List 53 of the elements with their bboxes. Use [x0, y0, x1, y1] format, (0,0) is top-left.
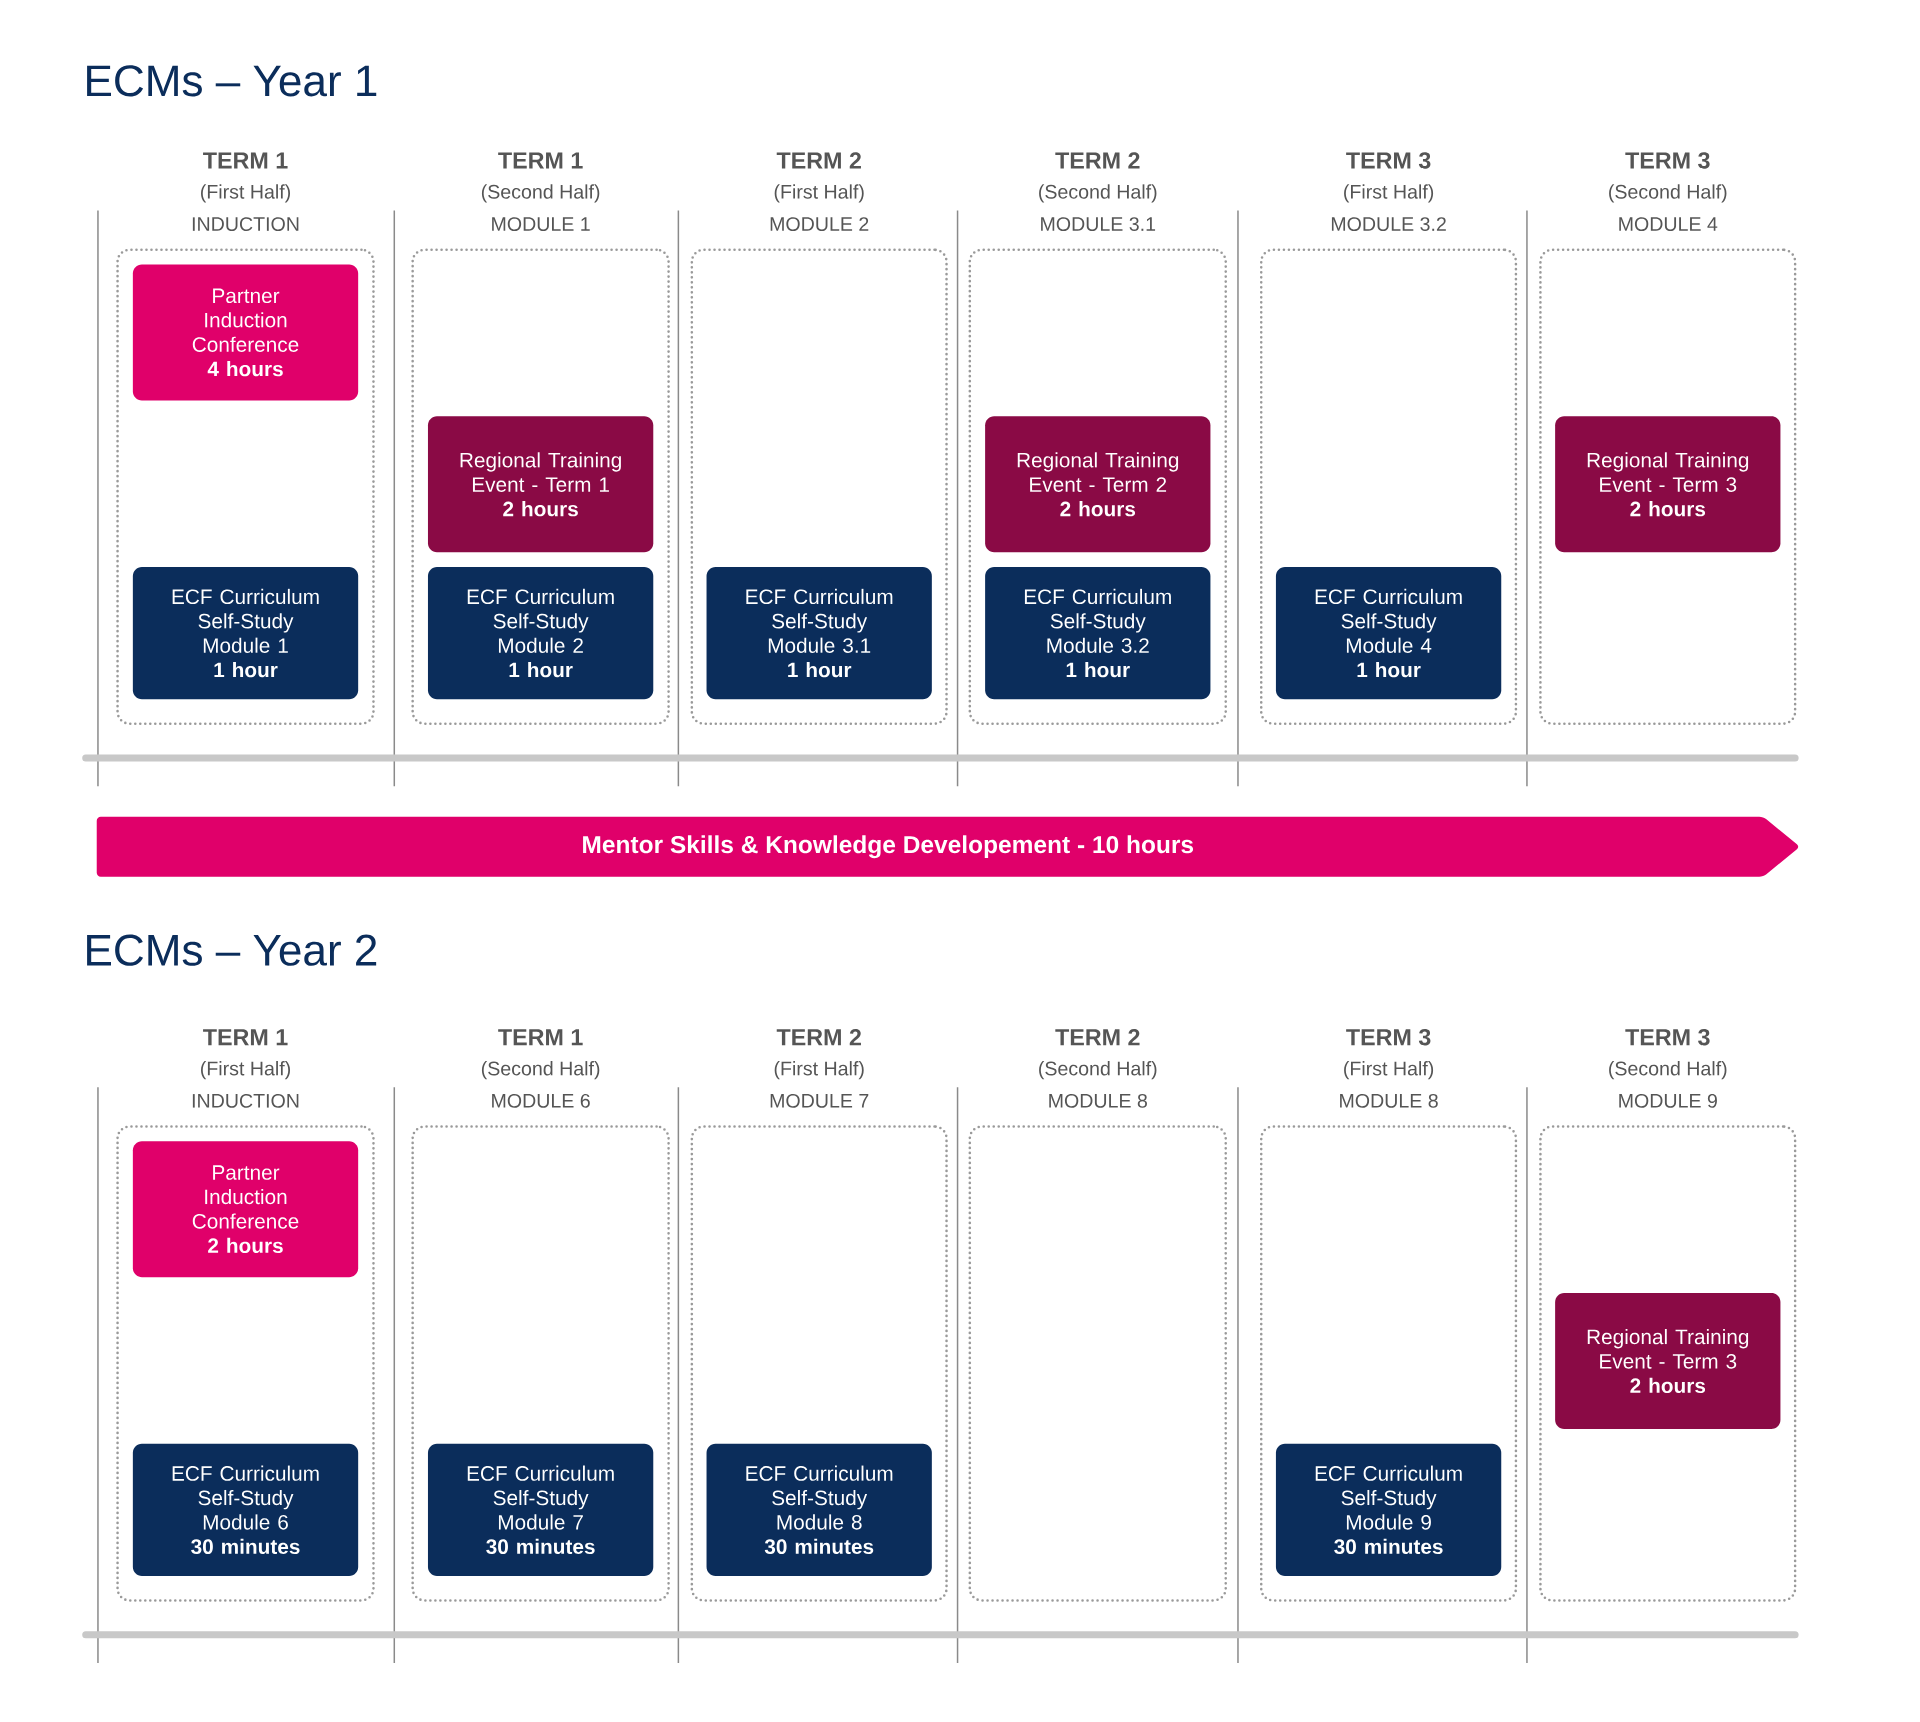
self-study-box: ECF Curriculum Self-Study Module 1 1 hour: [132, 566, 359, 700]
module-label: MODULE 1: [492, 217, 590, 231]
self-study-box: ECF Curriculum Self-Study Module 4 1 hour: [1275, 566, 1502, 700]
half-label: (First Half): [201, 184, 290, 203]
half-label: (Second Half): [1039, 184, 1157, 203]
half-label: (First Half): [201, 1061, 290, 1080]
term-heading: TERM 1: [203, 1029, 288, 1046]
term-heading: TERM 2: [776, 152, 861, 169]
self-study-box: ECF Curriculum Self-Study Module 6 30 minutes: [132, 1443, 359, 1576]
section-title: ECMs – Year 2: [87, 934, 377, 966]
self-study-box: ECF Curriculum Self-Study Module 8 30 minutes: [706, 1443, 932, 1576]
term-heading: TERM 2: [1055, 1029, 1140, 1046]
self-study-box: ECF Curriculum Self-Study Module 7 30 minutes: [427, 1443, 654, 1576]
term-heading: TERM 2: [776, 1029, 861, 1046]
module-label: MODULE 6: [492, 1093, 590, 1108]
self-study-box: ECF Curriculum Self-Study Module 2 1 hour: [427, 566, 654, 700]
training-event-box: Regional Training Event - Term 1 2 hours: [427, 416, 654, 553]
module-label: MODULE 2: [770, 217, 869, 231]
term-heading: TERM 1: [498, 1029, 583, 1046]
term-heading: TERM 3: [1346, 1028, 1431, 1046]
module-label: MODULE 8: [1340, 1093, 1438, 1108]
section-title: ECMs – Year 1: [87, 65, 377, 97]
module-label: MODULE 8: [1049, 1093, 1147, 1108]
self-study-box: ECF Curriculum Self-Study Module 9 30 minutes: [1275, 1443, 1502, 1576]
self-study-box: ECF Curriculum Self-Study Module 3.2 1 hour: [985, 566, 1211, 700]
half-label: (First Half): [1344, 1061, 1434, 1080]
term-heading: TERM 1: [498, 152, 583, 169]
half-label: (Second Half): [481, 184, 600, 203]
module-label: MODULE 9: [1619, 1093, 1717, 1108]
term-heading: TERM 3: [1625, 152, 1710, 169]
term-heading: TERM 2: [1055, 152, 1140, 169]
conference-box: Partner Induction Conference 2 hours: [132, 1141, 359, 1278]
self-study-box: ECF Curriculum Self-Study Module 3.1 1 hour: [706, 566, 932, 700]
term-heading: TERM 3: [1625, 1028, 1710, 1046]
module-label: MODULE 3.1: [1041, 217, 1156, 231]
half-label: (Second Half): [1039, 1061, 1157, 1080]
term-heading: TERM 1: [203, 152, 288, 169]
half-label: (Second Half): [1609, 184, 1727, 203]
training-event-box: Regional Training Event - Term 2 2 hours: [985, 416, 1211, 553]
module-label: MODULE 7: [770, 1093, 869, 1108]
module-label: MODULE 3.2: [1331, 217, 1446, 231]
module-label: INDUCTION: [192, 217, 299, 231]
term-heading: TERM 3: [1346, 152, 1431, 169]
training-event-box: Regional Training Event - Term 3 2 hours: [1555, 1293, 1781, 1429]
conference-box: Partner Induction Conference 4 hours: [132, 264, 359, 401]
half-label: (First Half): [1344, 184, 1434, 203]
half-label: (First Half): [774, 1061, 864, 1080]
module-label: MODULE 4: [1619, 217, 1718, 231]
module-label: INDUCTION: [192, 1093, 299, 1108]
training-event-box: Regional Training Event - Term 3 2 hours: [1555, 416, 1781, 553]
half-label: (First Half): [774, 184, 864, 203]
half-label: (Second Half): [1609, 1061, 1727, 1080]
half-label: (Second Half): [481, 1061, 600, 1080]
